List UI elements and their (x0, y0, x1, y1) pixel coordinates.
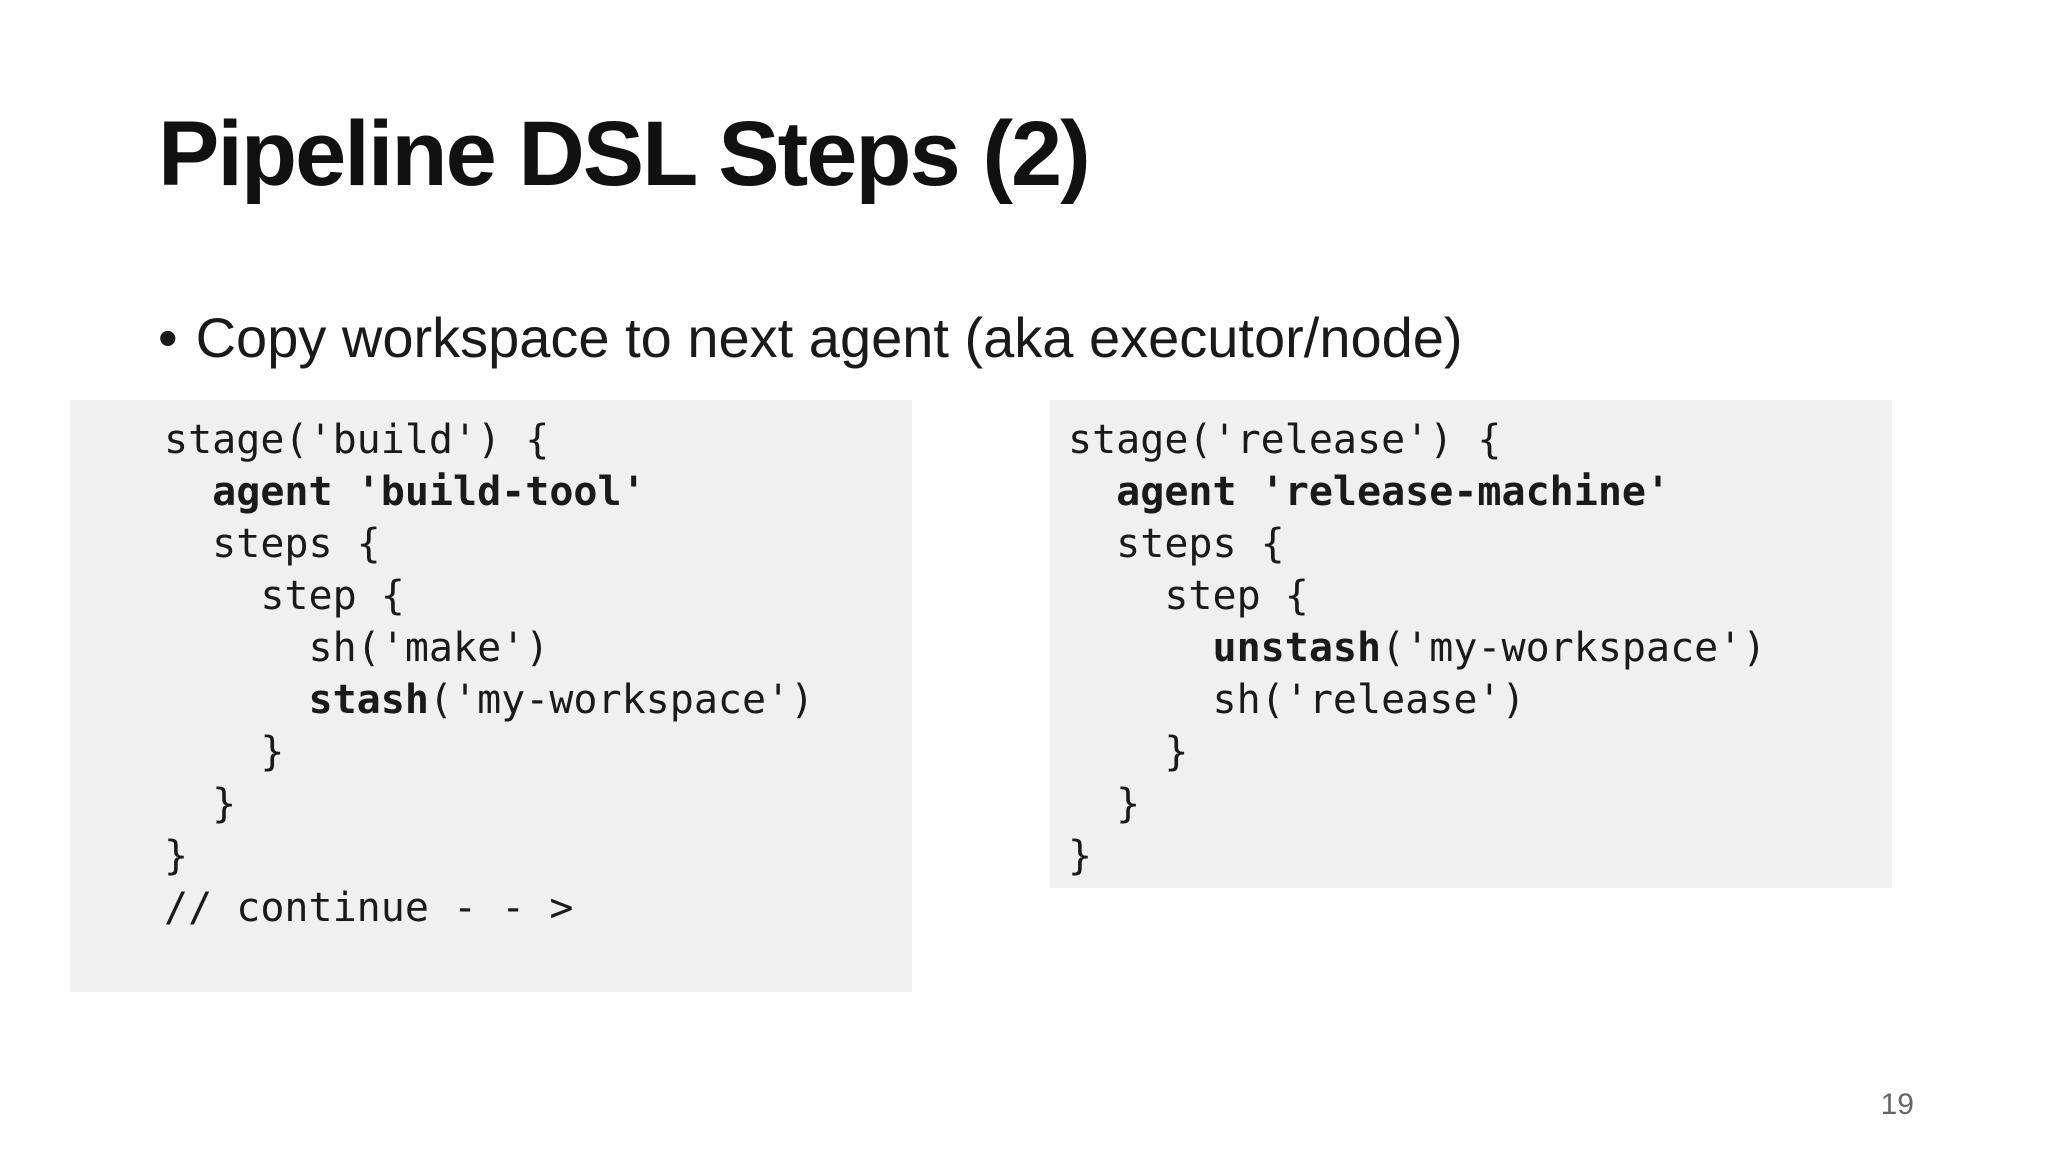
code-line: steps { (1068, 518, 1892, 570)
code-line: sh('release') (1068, 674, 1892, 726)
code-line: stash('my-workspace') (164, 674, 912, 726)
page-number: 19 (1880, 1088, 1914, 1121)
code-keyword: stash (308, 677, 429, 723)
bullet-item: • Copy workspace to next agent (aka exec… (158, 310, 1463, 366)
code-text: steps { (164, 521, 381, 567)
code-text: stage('release') { (1068, 417, 1502, 463)
code-text: ('my-workspace') (1381, 625, 1767, 671)
code-text: } (164, 781, 237, 827)
code-line: steps { (164, 518, 912, 570)
code-block-release: stage('release') { agent 'release-machin… (1050, 400, 1892, 888)
code-text: ('my-workspace') (428, 677, 815, 723)
code-line: } (1068, 778, 1892, 830)
code-text: // continue - - > (164, 885, 574, 931)
code-text: sh('make') (164, 625, 550, 671)
code-text: } (1068, 833, 1093, 879)
code-line: agent 'build-tool' (164, 466, 912, 518)
code-block-build: stage('build') { agent 'build-tool' step… (70, 400, 912, 992)
code-line: } (1068, 726, 1892, 778)
code-text: } (1068, 781, 1141, 827)
code-text (1068, 625, 1213, 671)
code-line: stage('build') { (164, 414, 912, 466)
code-text: step { (1068, 573, 1309, 619)
code-line: } (164, 778, 912, 830)
code-line: } (164, 726, 912, 778)
code-line: stage('release') { (1068, 414, 1892, 466)
code-keyword: unstash (1212, 625, 1382, 671)
code-line: // continue - - > (164, 882, 912, 934)
code-text: stage('build') { (164, 417, 550, 463)
slide-title: Pipeline DSL Steps (2) (158, 103, 1091, 205)
code-line: } (164, 830, 912, 882)
bullet-marker: • (158, 306, 178, 369)
code-keyword: agent 'release-machine' (1116, 469, 1671, 515)
code-text (164, 677, 309, 723)
code-line: agent 'release-machine' (1068, 466, 1892, 518)
bullet-text: Copy workspace to next agent (aka execut… (195, 306, 1463, 369)
code-line: step { (1068, 570, 1892, 622)
code-line: } (1068, 830, 1892, 882)
code-text: steps { (1068, 521, 1285, 567)
code-line: sh('make') (164, 622, 912, 674)
code-text (164, 469, 212, 515)
code-line: step { (164, 570, 912, 622)
code-line: unstash('my-workspace') (1068, 622, 1892, 674)
code-text: step { (164, 573, 405, 619)
code-keyword: agent 'build-tool' (212, 469, 646, 515)
code-text: } (164, 729, 285, 775)
code-text: } (164, 833, 189, 879)
code-text: sh('release') (1068, 677, 1526, 723)
code-text: } (1068, 729, 1189, 775)
code-text (1068, 469, 1116, 515)
